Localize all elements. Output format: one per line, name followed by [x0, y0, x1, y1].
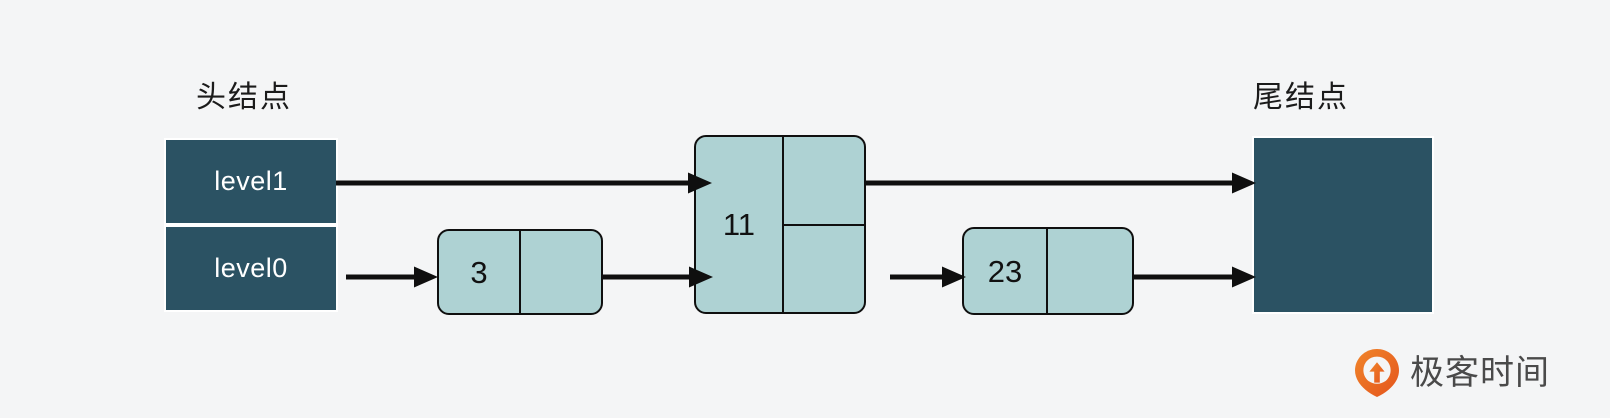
skiplist-node-23: 23: [962, 227, 1134, 315]
tail-node: [1252, 136, 1434, 314]
geektime-logo-text: 极客时间: [1410, 354, 1550, 392]
arrow-node-11-level0-to-node-23: [890, 266, 966, 288]
geektime-pin-icon: [1355, 349, 1399, 397]
node-23-pointer-level0: [1048, 229, 1132, 313]
node-3-value-cell: 3: [439, 231, 519, 313]
node-23-pointer-column: [1046, 229, 1132, 313]
head-node: level1 level0: [164, 138, 338, 312]
tail-node-caption: 尾结点: [1253, 81, 1349, 114]
skiplist-node-3: 3: [437, 229, 603, 315]
arrow-node-3-to-node-11: [601, 266, 713, 288]
arrow-node-23-to-tail: [1132, 266, 1256, 288]
head-node-level0-label: level0: [214, 253, 288, 283]
head-node-level1-label: level1: [214, 166, 288, 196]
node-11-value: 11: [722, 207, 756, 242]
tail-node-fill: [1254, 138, 1432, 312]
node-11-pointer-level1: [784, 137, 864, 224]
skiplist-node-11: 11: [694, 135, 866, 314]
node-23-value-cell: 23: [964, 229, 1046, 313]
node-3-value: 3: [470, 254, 488, 290]
arrow-head-level0-to-node-3: [346, 266, 438, 288]
node-11-pointer-column: [781, 137, 864, 313]
node-11-value-cell: 11: [696, 137, 782, 312]
head-node-caption: 头结点: [196, 81, 292, 114]
node-11-pointer-level0: [783, 223, 864, 313]
head-node-level0-cell: level0: [166, 227, 336, 310]
geektime-logo: 极客时间: [1355, 349, 1550, 397]
head-node-level1-cell: level1: [166, 140, 336, 223]
node-3-pointer-column: [519, 231, 601, 313]
arrow-head-level1-to-node-11: [336, 172, 712, 194]
node-23-value: 23: [987, 253, 1023, 289]
arrow-node-11-level1-to-tail: [864, 172, 1256, 194]
node-3-pointer-level0: [521, 231, 601, 313]
